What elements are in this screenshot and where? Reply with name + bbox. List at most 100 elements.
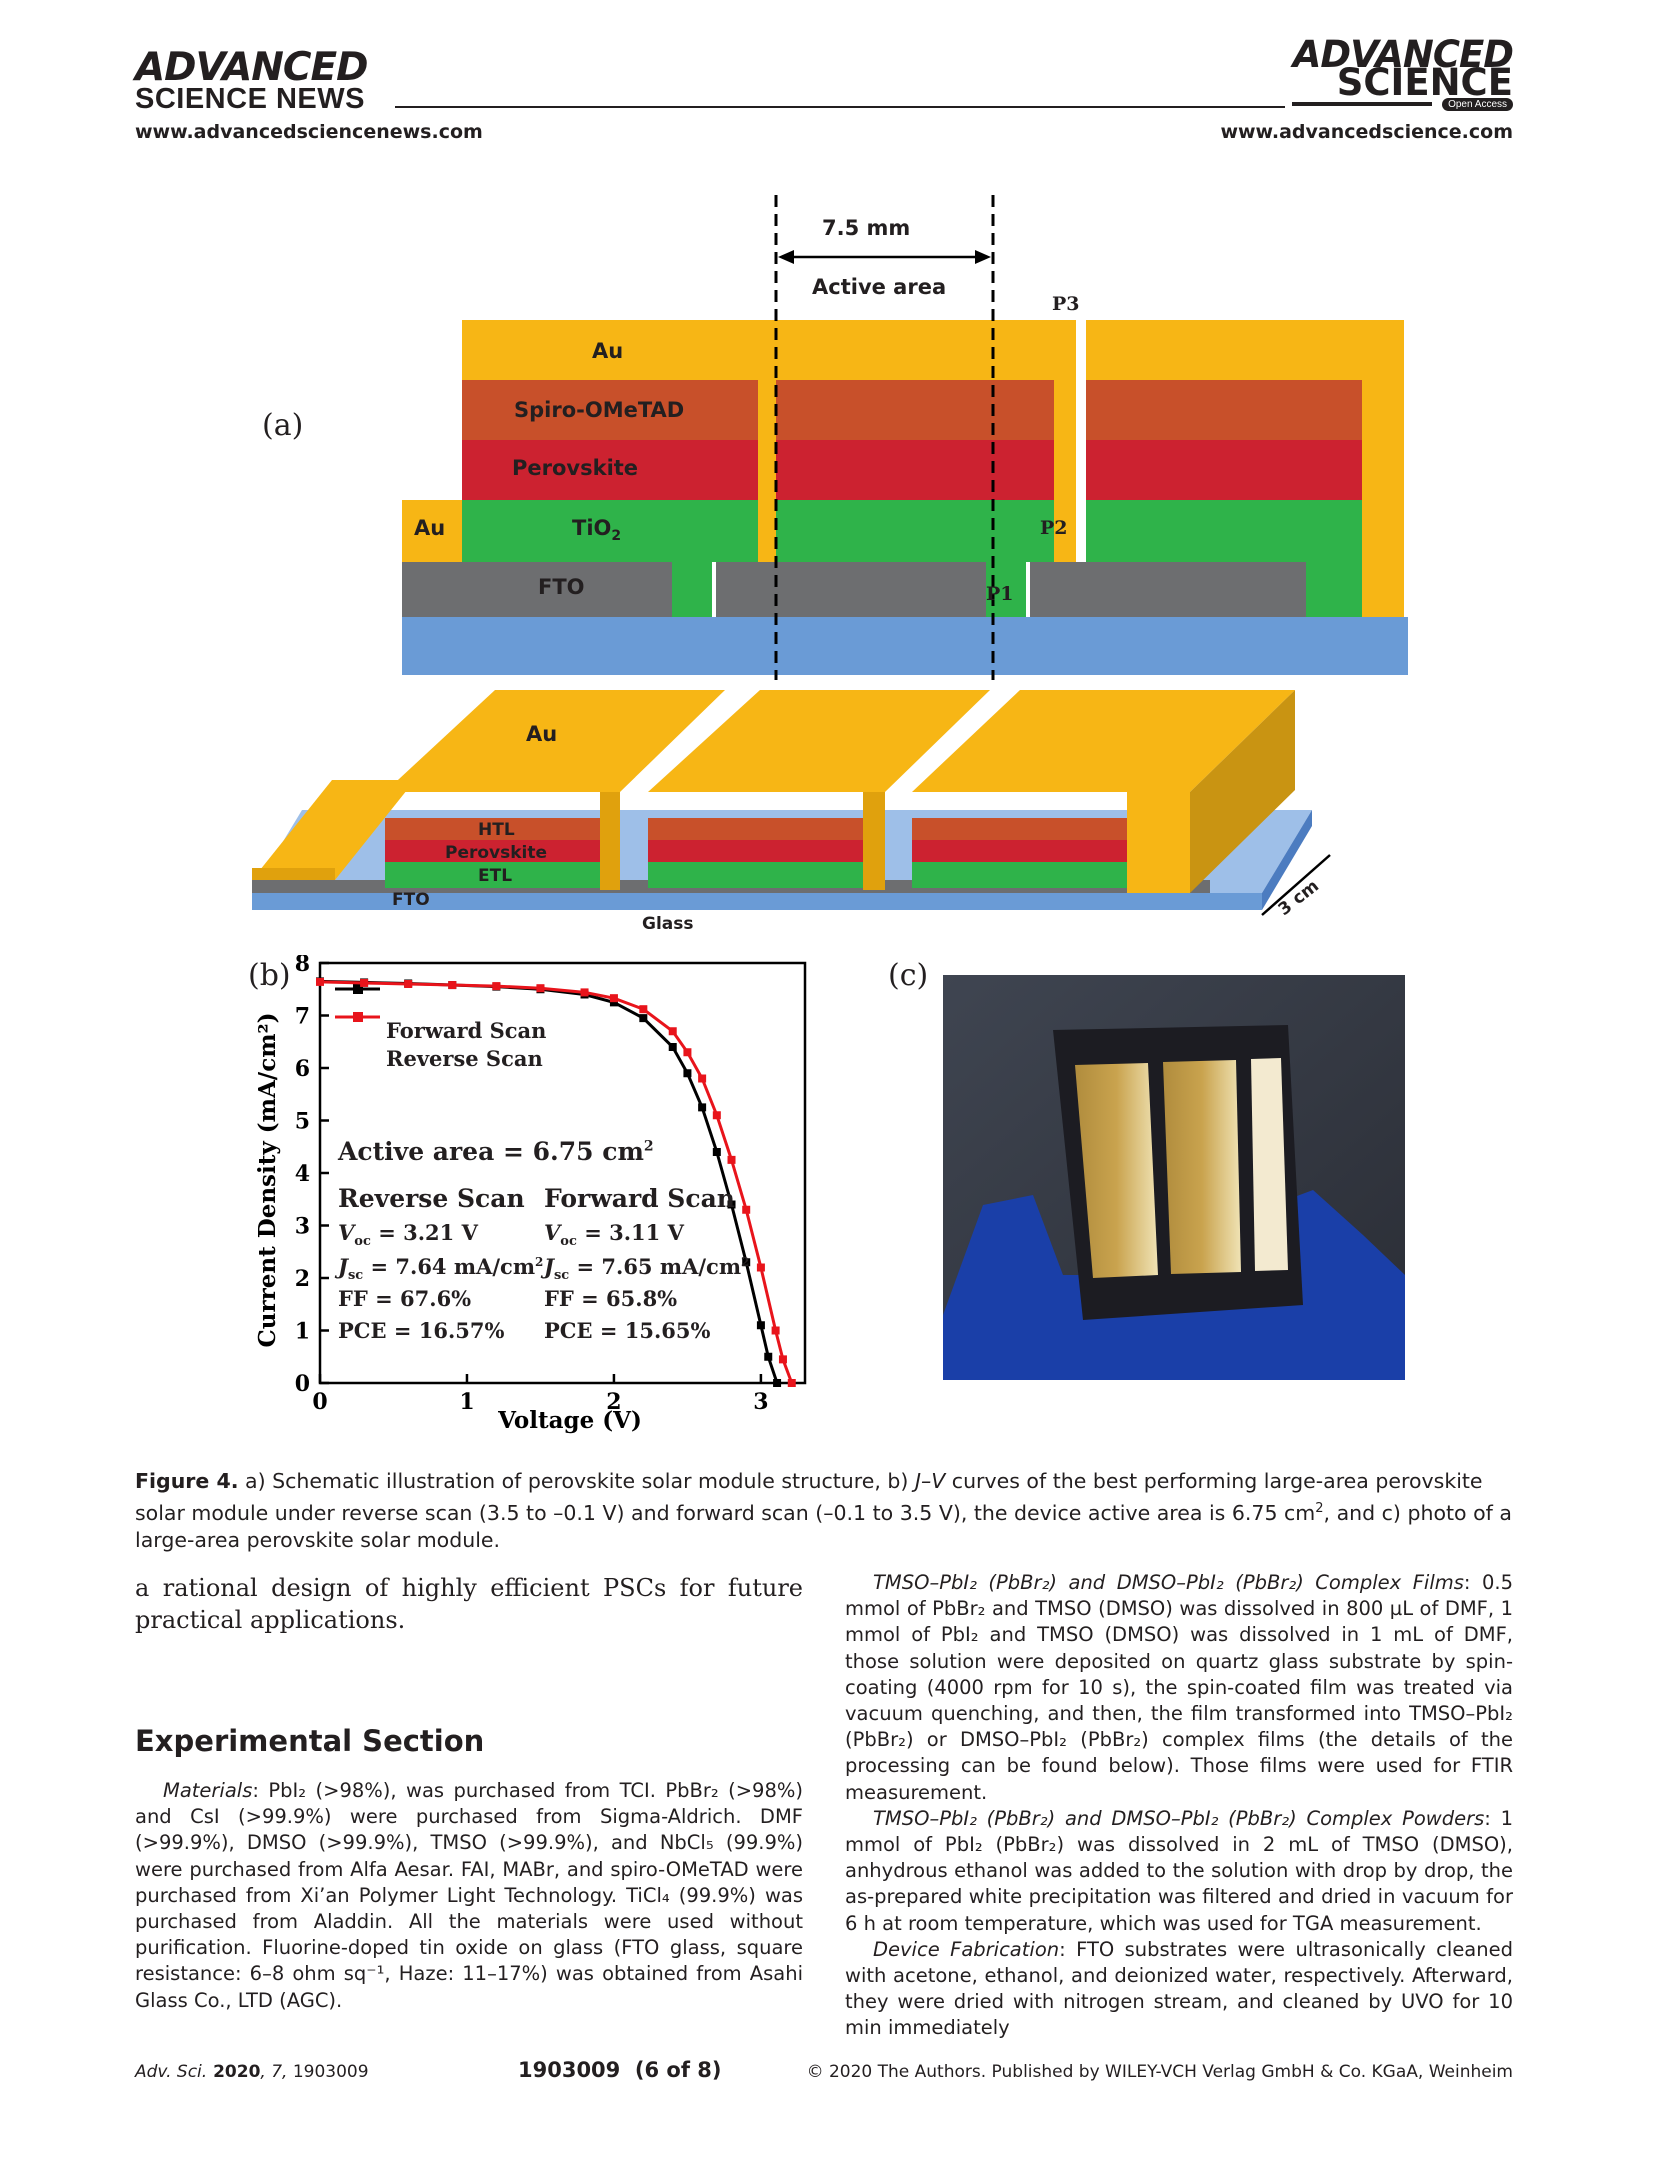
reverse-jsc: Jsc = 7.64 mA/cm2 [338,1254,544,1284]
p2-label: P2 [1040,517,1068,539]
series-1-point [580,988,589,997]
iso-glass-label: Glass [642,914,694,934]
iso-etl-label: ETL [478,866,513,886]
au-side-wall-1 [758,320,776,562]
series-0-point [698,1103,707,1112]
series-1-point [778,1355,787,1364]
iso-htl-3 [912,818,1127,840]
iso-au-wall-2 [863,792,885,890]
y-tick-label: 8 [295,955,310,977]
tio2-end-fill [1306,562,1362,617]
url-right[interactable]: www.advancedscience.com [1220,121,1513,143]
schematic-cross-section [252,195,1408,916]
au-contact-left [402,500,462,562]
series-1-point [683,1048,692,1057]
tio2-layer-label: TiO2 [572,516,622,545]
au-layer-1 [462,320,758,380]
series-1-point [698,1074,707,1083]
y-tick-label: 0 [295,1371,310,1397]
series-0-point [742,1258,751,1267]
iso-au-top-2 [648,690,990,792]
fto-segment-1 [402,562,672,617]
series-1-point [756,1263,765,1272]
series-1-point [639,1005,648,1014]
series-1-point [448,981,457,990]
reverse-scan-title: Reverse Scan [338,1184,525,1213]
iso-htl-2 [648,818,863,840]
series-1-point [787,1379,796,1387]
legend-marker-0 [353,984,363,994]
y-tick-label: 2 [295,1266,310,1292]
x-tick-label: 3 [753,1389,768,1415]
reverse-ff: FF = 67.6% [338,1286,472,1311]
footer-citation: Adv. Sci. 2020, 7, 1903009 [135,2062,369,2082]
au-contact-label: Au [414,516,446,540]
tio2-gap-fill-2 [986,562,1026,617]
series-0-point [712,1148,721,1156]
iso-etl-3 [912,862,1127,888]
journal-logo-right-subtitle: SCIENCE [1336,61,1513,104]
iso-perovskite-3 [912,840,1127,862]
panel-b-label: (b) [248,958,291,993]
dimension-arrowhead-left [778,250,794,264]
footer-copyright: © 2020 The Authors. Published by WILEY-V… [806,2062,1513,2082]
iso-au-left-flap-top [252,868,335,880]
perovskite-layer-3 [1086,440,1362,500]
series-1-point [771,1326,780,1335]
y-tick-label: 1 [295,1319,310,1345]
journal-logo-right: ADVANCED [1292,33,1514,76]
iso-perovskite-label: Perovskite [445,843,548,863]
series-1-point [316,977,324,986]
y-tick-label: 7 [295,1004,310,1030]
intro-paragraph-end: a rational design of highly efficient PS… [135,1574,803,1634]
legend-reverse-label: Reverse Scan [386,1046,543,1071]
tio2-layer-1 [462,500,758,562]
iso-htl-1 [385,818,600,840]
tio2-layer-3 [1086,500,1362,562]
y-axis-title: Current Density (mA/cm²) [254,1013,281,1348]
perovskite-layer-2 [776,440,1054,500]
footer-page-number: 1903009 (6 of 8) [518,2058,722,2082]
legend-forward-label: Forward Scan [386,1018,547,1043]
perovskite-layer-1 [462,440,758,500]
y-tick-label: 4 [295,1161,310,1187]
legend-marker-1 [353,1012,363,1022]
spiro-layer-1 [462,380,758,440]
header-rule [395,106,1285,108]
iso-au-side-3 [1190,690,1295,893]
right-column: TMSO–PbI₂ (PbBr₂) and DMSO–PbI₂ (PbBr₂) … [845,1570,1513,2042]
series-0-point [727,1200,736,1209]
series-1-point [536,984,545,993]
forward-jsc: Jsc = 7.65 mA/cm2 [544,1254,750,1284]
spiro-layer-2 [776,380,1054,440]
materials-paragraph: Materials: PbI₂ (>98%), was purchased fr… [135,1779,803,2012]
iso-au-top-1 [385,690,725,792]
url-left[interactable]: www.advancedsciencenews.com [135,121,483,143]
panel-c-label: (c) [888,958,929,993]
y-tick-label: 3 [295,1214,310,1240]
forward-scan-title: Forward Scan [544,1184,735,1213]
fto-segment-2 [716,562,986,617]
au-layer-3 [1086,320,1404,380]
series-0-point [764,1352,773,1361]
dimension-arrowhead-right [975,250,991,264]
x-axis-title: Voltage (V) [497,1407,642,1434]
perovskite-layer-label: Perovskite [512,456,639,480]
photo-cell-3 [1251,1058,1288,1271]
x-tick-label: 1 [459,1389,474,1415]
iso-etl-2 [648,862,863,888]
active-area-annotation: Active area = 6.75 cm2 [338,1137,654,1166]
forward-ff: FF = 65.8% [544,1286,678,1311]
header-rule-right [1292,102,1432,106]
series-1-point [742,1205,751,1214]
x-tick-label: 0 [312,1389,327,1415]
powders-paragraph: TMSO–PbI₂ (PbBr₂) and DMSO–PbI₂ (PbBr₂) … [845,1806,1513,1935]
open-access-badge: Open Access [1442,98,1513,111]
journal-logo-left-subtitle: SCIENCE NEWS [135,83,365,115]
iso-au-front-3 [1127,792,1190,893]
series-1-point [609,994,618,1003]
series-0-point [639,1014,648,1023]
iso-perovskite-1 [385,840,600,862]
tio2-layer-2 [776,500,1054,562]
series-0-point [756,1321,765,1330]
